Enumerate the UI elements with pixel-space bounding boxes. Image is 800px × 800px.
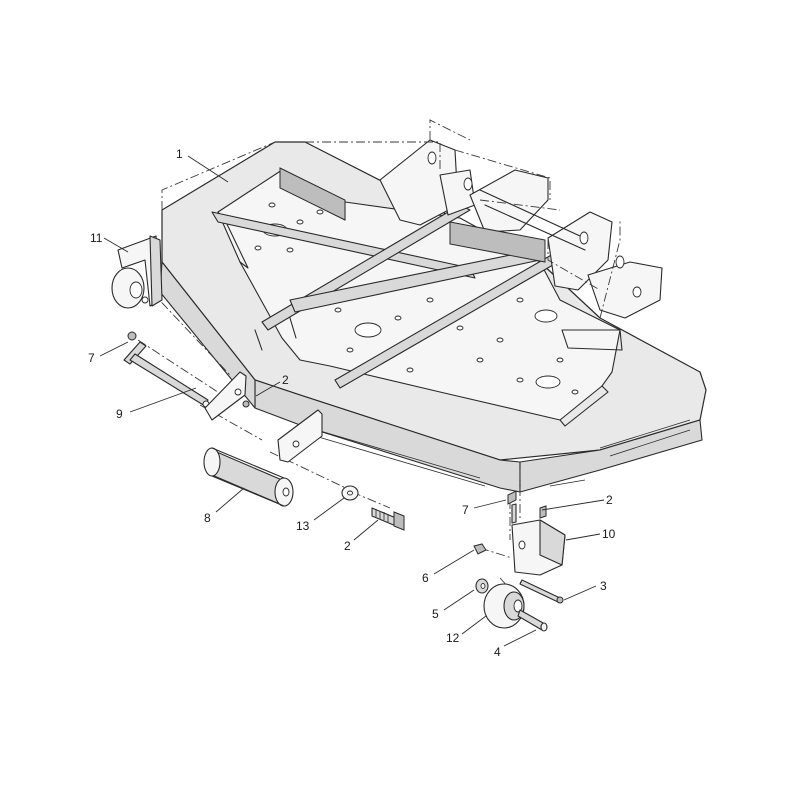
callout-9: 9 bbox=[116, 407, 123, 421]
callout-3: 3 bbox=[600, 579, 607, 593]
roller bbox=[203, 447, 294, 507]
front-roller-bracket bbox=[277, 409, 323, 463]
callout-8: 8 bbox=[204, 511, 211, 525]
mower-deck bbox=[159, 139, 707, 493]
bolt bbox=[371, 507, 405, 531]
anti-scalp-bar bbox=[123, 331, 210, 408]
callout-11: 11 bbox=[90, 231, 103, 245]
right-caster-assembly bbox=[473, 490, 566, 632]
callout-2-right: 2 bbox=[606, 493, 613, 507]
callout-12: 12 bbox=[446, 631, 460, 645]
callout-4: 4 bbox=[494, 645, 501, 659]
callout-2-upper: 2 bbox=[282, 373, 289, 387]
callout-6: 6 bbox=[422, 571, 429, 585]
callout-10: 10 bbox=[602, 527, 616, 541]
callout-7-left: 7 bbox=[88, 351, 95, 365]
callout-2-bolt: 2 bbox=[344, 539, 351, 553]
washer bbox=[341, 485, 359, 501]
callout-1: 1 bbox=[176, 147, 183, 161]
callout-13: 13 bbox=[296, 519, 310, 533]
left-caster-wheel bbox=[111, 235, 163, 309]
leader-lines bbox=[99, 155, 605, 647]
callout-7-right: 7 bbox=[462, 503, 469, 517]
assembly-lines bbox=[137, 119, 621, 601]
callout-labels: 1 11 7 9 2 8 13 2 7 2 10 6 3 5 12 4 bbox=[88, 147, 616, 659]
left-roller-bracket bbox=[204, 371, 250, 421]
callout-5: 5 bbox=[432, 607, 439, 621]
